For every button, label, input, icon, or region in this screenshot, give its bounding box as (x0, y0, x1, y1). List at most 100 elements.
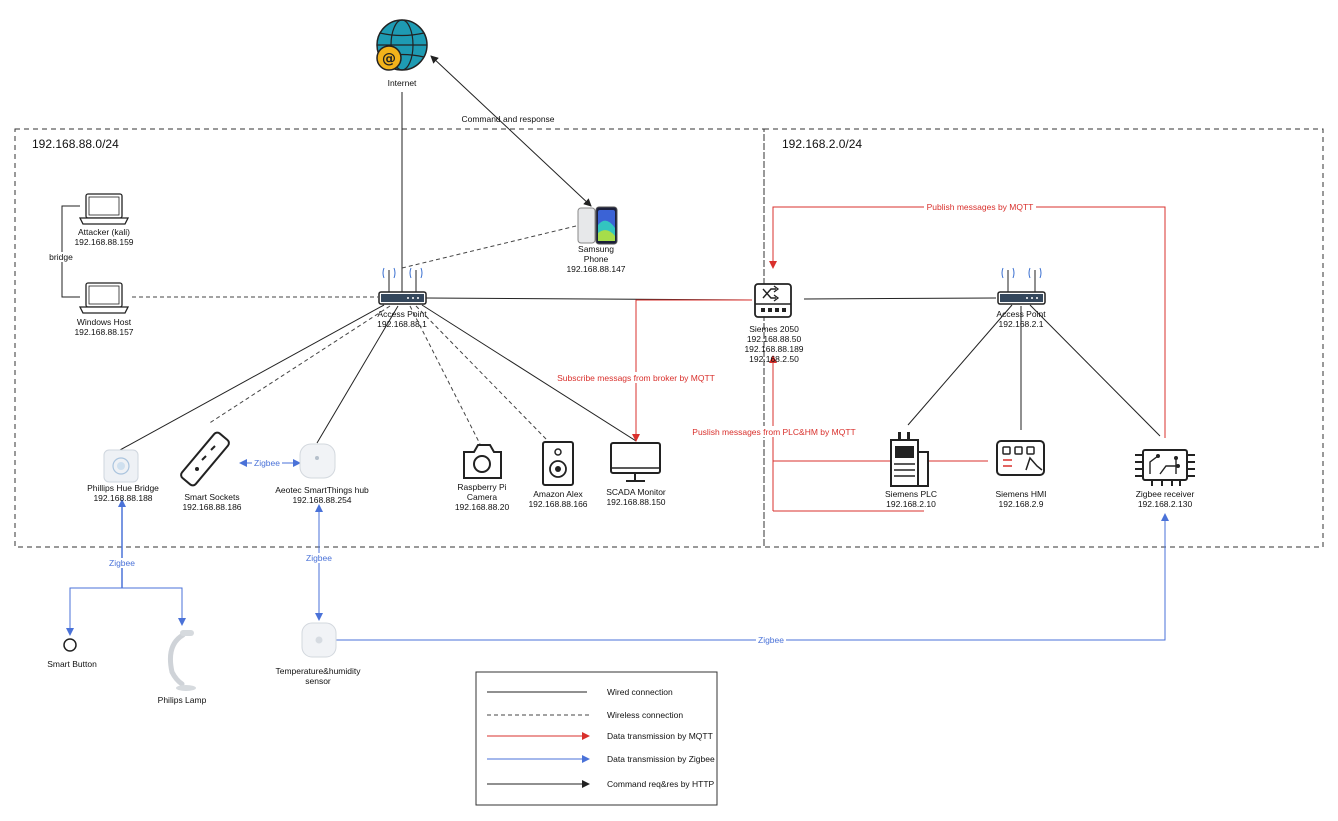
internet-label: Internet (388, 78, 417, 88)
edge-mqtt-plc (769, 355, 988, 462)
edge-ap-sockets (207, 305, 391, 425)
svg-text:@: @ (382, 51, 396, 67)
hmi-name: Siemens HMI (995, 489, 1046, 499)
amazon-name: Amazon Alex (533, 489, 583, 499)
samsung-phone-node[interactable]: Samsung Phone 192.168.88.147 (566, 206, 626, 274)
amazon-alex-node[interactable]: Amazon Alex 192.168.88.166 (528, 441, 588, 509)
smart-sockets-ip: 192.168.88.186 (182, 502, 241, 512)
hue-bridge-node[interactable]: Phillips Hue Bridge 192.168.88.188 (87, 449, 159, 503)
edge-ap-camera (409, 305, 481, 445)
connections (61, 55, 1169, 641)
subnet-left-frame (14, 128, 765, 548)
smartthings-ip: 192.168.88.254 (292, 495, 351, 505)
zigbee-receiver-node[interactable]: Zigbee receiver 192.168.2.130 (1135, 449, 1195, 509)
edge-internet-phone (430, 55, 592, 207)
edge-bridge (61, 205, 80, 298)
power-strip-icon (180, 431, 230, 487)
windows-name: Windows Host (77, 317, 132, 327)
siemens-plc-node[interactable]: Siemens PLC 192.168.2.10 (885, 432, 937, 509)
hue-bridge-icon (103, 449, 139, 483)
siemens-hmi-node[interactable]: Siemens HMI 192.168.2.9 (995, 440, 1047, 509)
smart-button-name: Smart Button (47, 659, 97, 669)
rpi-camera-ip: 192.168.88.20 (455, 502, 510, 512)
speaker-icon (542, 441, 574, 486)
siemens2050-ip-1: 192.168.88.50 (747, 334, 802, 344)
subnet-right-frame (763, 128, 1324, 548)
edge-ap-scada (421, 304, 637, 442)
ap-right-name: Access Point (996, 309, 1046, 319)
amazon-ip: 192.168.88.166 (528, 499, 587, 509)
label-bridge: bridge (49, 252, 73, 262)
chip-icon (1135, 449, 1195, 486)
label-zigbee-sockets: Zigbee (254, 458, 280, 468)
label-command-response: Command and response (461, 114, 554, 124)
zigbee-receiver-ip: 192.168.2.130 (1138, 499, 1193, 509)
siemens2050-ip-2: 192.168.88.189 (744, 344, 803, 354)
edge-siemens2050-apright (803, 297, 997, 300)
attacker-ip: 192.168.88.159 (74, 237, 133, 247)
hmi-ip: 192.168.2.9 (999, 499, 1044, 509)
smartthings-hub-node[interactable]: Aeotec SmartThings hub 192.168.88.254 (275, 443, 369, 505)
scada-ip: 192.168.88.150 (606, 497, 665, 507)
sensor-icon (301, 622, 337, 658)
switch-icon (754, 283, 792, 318)
windows-node[interactable]: Windows Host 192.168.88.157 (74, 282, 134, 337)
hub-icon (299, 443, 336, 479)
edge-mqtt-subscribe (632, 299, 752, 442)
edge-ap-hue (119, 304, 385, 451)
internet-node[interactable]: @ Internet (376, 19, 428, 88)
rpi-camera-line2: Camera (467, 492, 498, 502)
access-point-left-node[interactable]: Access Point 192.168.88.1 (377, 267, 427, 329)
label-zigbee-hub: Zigbee (306, 553, 332, 563)
smart-sockets-name: Smart Sockets (184, 492, 239, 502)
router-icon (378, 267, 427, 305)
subnet-right-label: 192.168.2.0/24 (782, 137, 862, 151)
smart-sockets-node[interactable]: Smart Sockets 192.168.88.186 (179, 431, 242, 512)
edge-mqtt-publish (769, 206, 1166, 438)
attacker-node[interactable]: Attacker (kali) 192.168.88.159 (74, 193, 134, 247)
globe-icon: @ (376, 19, 428, 71)
legend-label-mqtt: Data transmission by MQTT (607, 731, 713, 741)
access-point-right-node[interactable]: Access Point 192.168.2.1 (996, 267, 1046, 329)
legend-label-wireless: Wireless connection (607, 710, 683, 720)
laptop-icon (78, 282, 130, 314)
temp-sensor-line2: sensor (305, 676, 331, 686)
legend: Wired connection Wireless connection Dat… (475, 671, 718, 806)
smart-button-node[interactable]: Smart Button (47, 638, 97, 669)
phone-ip: 192.168.88.147 (566, 264, 625, 274)
temp-sensor-line1: Temperature&humidity (275, 666, 361, 676)
hue-bridge-name: Phillips Hue Bridge (87, 483, 159, 493)
edge-ap-amazon (415, 305, 549, 442)
attacker-name: Attacker (kali) (78, 227, 130, 237)
phone-line2: Phone (584, 254, 609, 264)
button-icon (63, 638, 77, 652)
edge-zigbee-hue-lamp (122, 587, 186, 626)
edge-apright-plc (907, 304, 1013, 426)
temp-sensor-node[interactable]: Temperature&humidity sensor (275, 622, 361, 686)
legend-box (475, 671, 718, 806)
siemens2050-name: Siemes 2050 (749, 324, 799, 334)
plc-icon (890, 432, 929, 487)
label-zigbee-sensor: Zigbee (758, 635, 784, 645)
hue-bridge-ip: 192.168.88.188 (93, 493, 152, 503)
hmi-icon (996, 440, 1045, 476)
philips-lamp-name: Philips Lamp (158, 695, 207, 705)
label-subscribe-mqtt: Subscribe messags from broker by MQTT (557, 373, 715, 383)
monitor-icon (610, 442, 661, 482)
siemens2050-ip-3: 192.168.2.50 (749, 354, 799, 364)
windows-ip: 192.168.88.157 (74, 327, 133, 337)
router-icon (997, 267, 1046, 305)
edge-zigbee-hue-button (66, 587, 122, 636)
subnet-left-label: 192.168.88.0/24 (32, 137, 119, 151)
legend-label-zigbee: Data transmission by Zigbee (607, 754, 715, 764)
legend-label-wired: Wired connection (607, 687, 673, 697)
phone-line1: Samsung (578, 244, 614, 254)
camera-icon (463, 444, 502, 479)
label-puslish-plc: Puslish messages from PLC&HM by MQTT (692, 427, 855, 437)
rpi-camera-node[interactable]: Raspberry Pi Camera 192.168.88.20 (455, 444, 510, 512)
philips-lamp-node[interactable]: Philips Lamp (158, 630, 207, 705)
legend-label-http: Command req&res by HTTP (607, 779, 715, 789)
smartphone-icon (577, 206, 618, 245)
siemens-2050-node[interactable]: Siemes 2050 192.168.88.50 192.168.88.189… (744, 283, 804, 364)
scada-monitor-node[interactable]: SCADA Monitor 192.168.88.150 (606, 442, 666, 507)
